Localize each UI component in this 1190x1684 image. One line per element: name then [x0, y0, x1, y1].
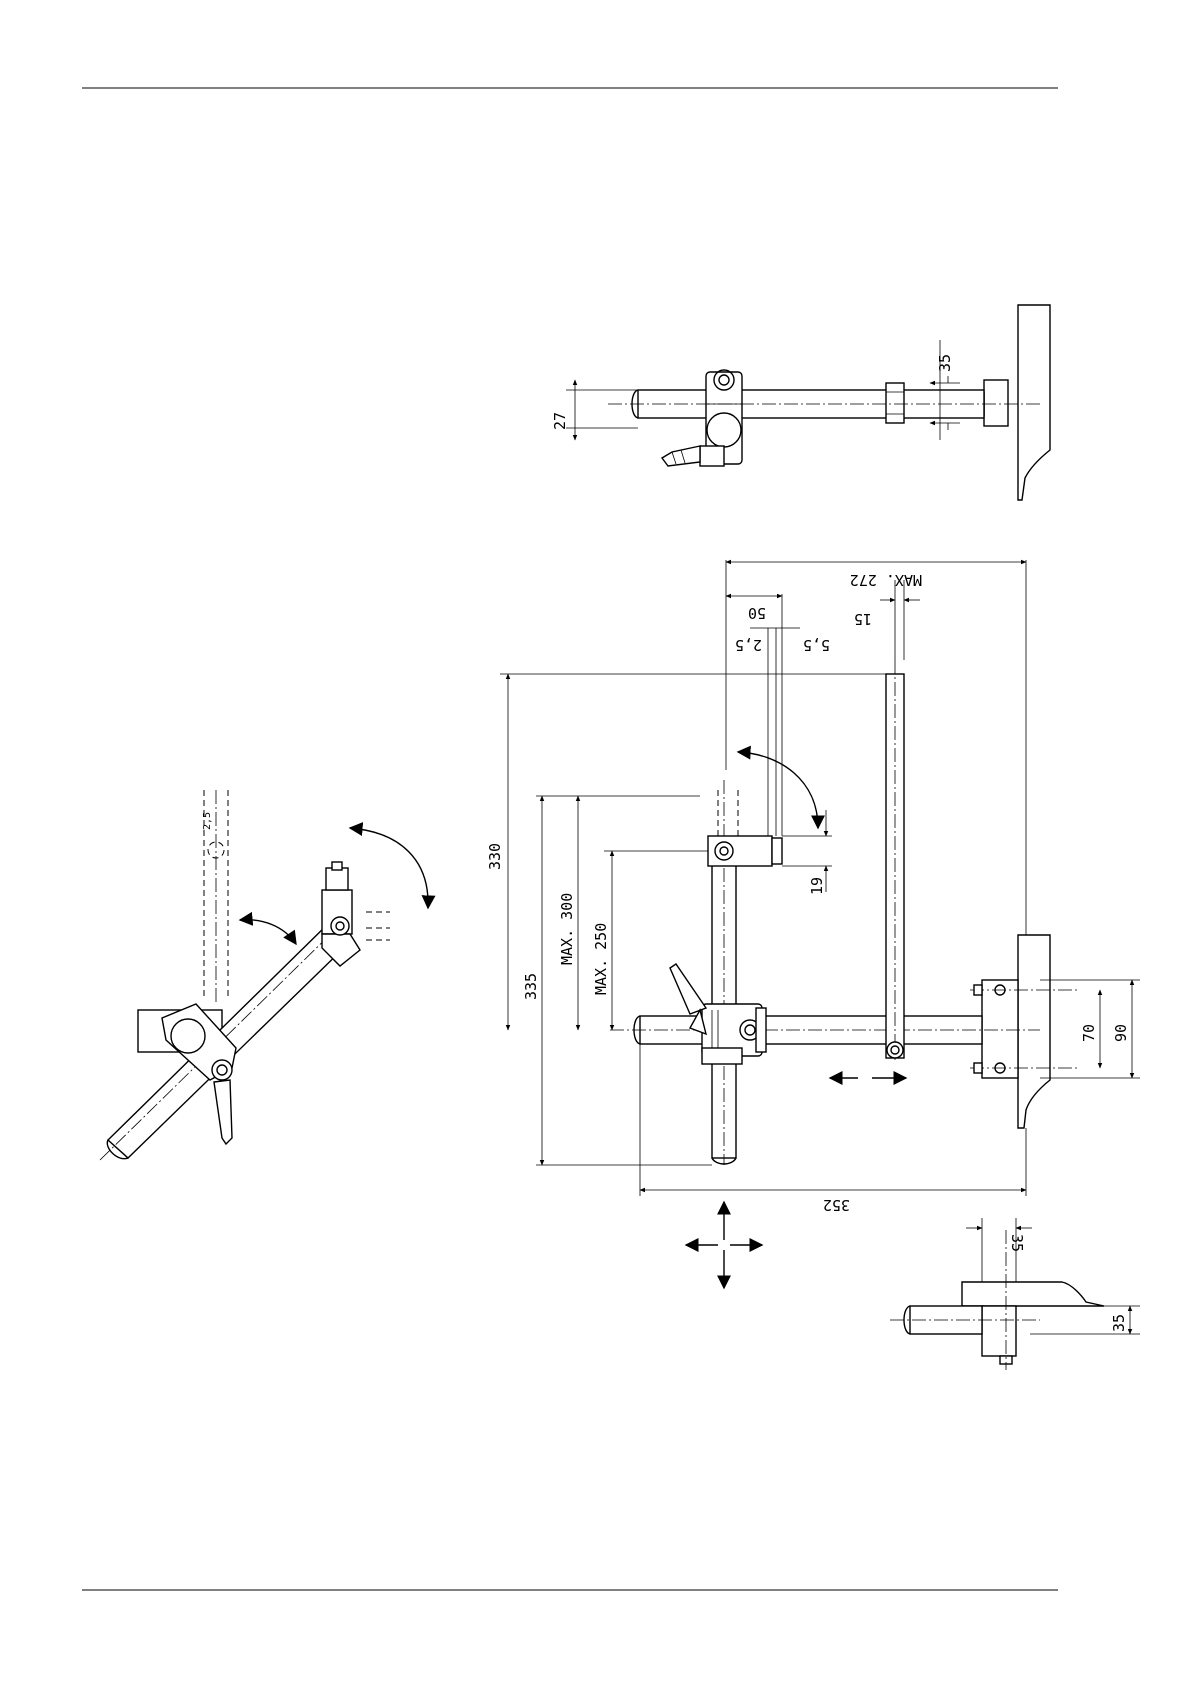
dim-15: 15	[854, 610, 872, 628]
dim-335: 335	[522, 973, 540, 1000]
dim-70: 70	[1080, 1024, 1098, 1042]
dim-max-272: MAX. 272	[850, 571, 922, 589]
front-dimensions: MAX. 272 50 15 2,5 5,5 330 335 MAX. 300 …	[486, 560, 1140, 1214]
dim-19: 19	[808, 877, 826, 895]
dim-352: 352	[823, 1196, 850, 1214]
dim-max-300: MAX. 300	[558, 893, 576, 965]
swivel-view: 2,5	[100, 790, 428, 1160]
hidden-mark-1: 2,5	[202, 812, 213, 830]
dim-90: 90	[1112, 1024, 1130, 1042]
dim-35-top: 35	[936, 354, 954, 372]
dim-27: 27	[551, 412, 569, 430]
dim-2-5: 2,5	[735, 636, 762, 654]
top-view: 27 35	[551, 305, 1050, 500]
dim-max-250: MAX. 250	[592, 923, 610, 995]
dim-50: 50	[748, 604, 766, 622]
direction-cross	[686, 1202, 762, 1288]
dim-330: 330	[486, 843, 504, 870]
front-view	[610, 660, 1080, 1165]
dim-35-bottom-side: 35	[1110, 1314, 1128, 1332]
dim-5-5: 5,5	[803, 636, 830, 654]
bottom-detail: 35 35	[890, 1218, 1140, 1370]
dim-35-bottom-top: 35	[1008, 1234, 1026, 1252]
